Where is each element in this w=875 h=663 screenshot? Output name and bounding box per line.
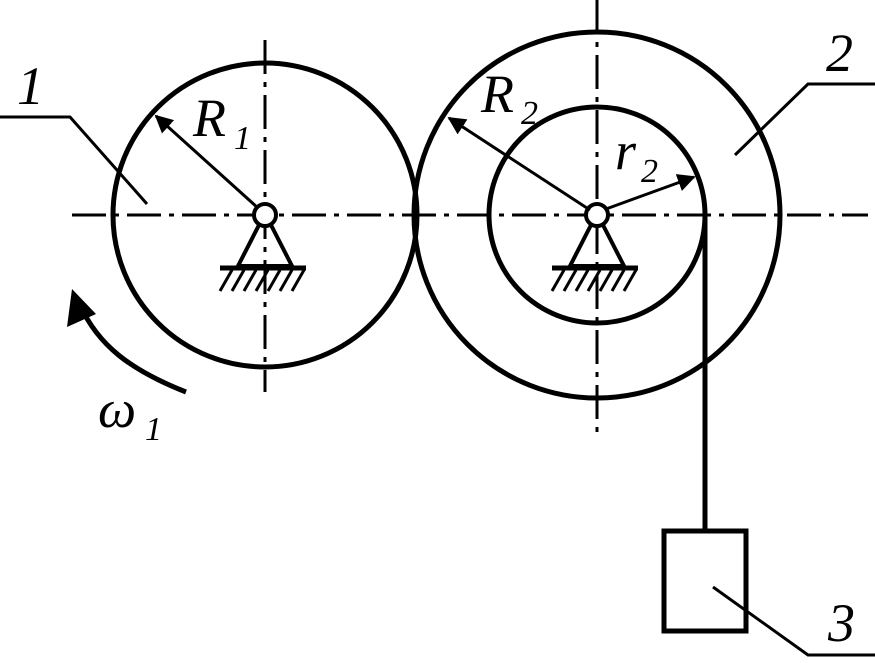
omega-subscript: 1 <box>145 411 162 448</box>
load-leader <box>712 585 875 657</box>
R1-subscript: 1 <box>234 120 251 157</box>
gear1-number-label: 1 <box>17 56 44 116</box>
gear1-leader <box>0 115 149 205</box>
load-block <box>661 528 749 634</box>
gear1-pin <box>252 202 278 228</box>
omega-label: ω <box>98 379 136 439</box>
centerlines <box>72 0 868 435</box>
load-number-label: 3 <box>827 593 855 653</box>
R1-label: R <box>192 88 226 148</box>
R2-radius-arrow <box>447 116 591 212</box>
r2-radius-arrow <box>605 174 696 211</box>
R1-radius-arrow <box>154 114 260 210</box>
gear2-support <box>550 224 638 292</box>
gear1-support <box>218 224 306 292</box>
gear2-number-label: 2 <box>826 23 853 83</box>
r2-subscript: 2 <box>641 153 658 190</box>
r2-label: r <box>615 121 637 181</box>
R2-label: R <box>480 64 514 124</box>
R2-subscript: 2 <box>521 95 538 132</box>
gear1-circle <box>110 60 420 370</box>
gear2-outer-circle <box>411 29 783 401</box>
gear2-pin <box>584 202 610 228</box>
omega-rotation-arrow <box>77 303 187 395</box>
gear2-leader <box>733 82 875 157</box>
omega-arrowhead <box>67 289 96 327</box>
